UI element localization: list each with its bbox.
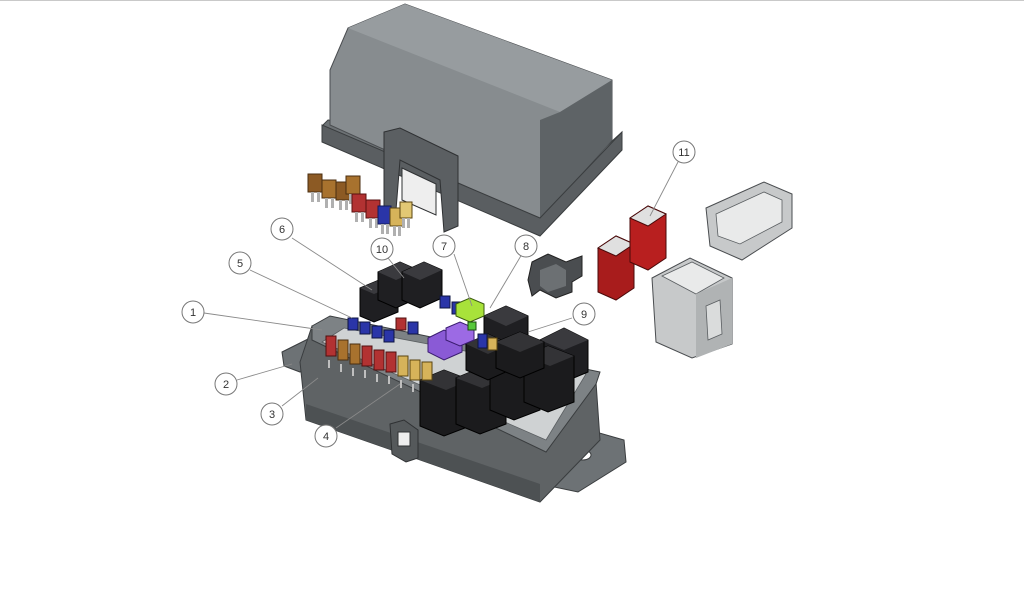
callout-label-3: 3 bbox=[269, 409, 275, 421]
installed-fuse bbox=[349, 343, 361, 365]
callout-label-8: 8 bbox=[523, 241, 529, 253]
installed-fuse bbox=[385, 351, 397, 373]
fuse-box-cover bbox=[321, 3, 623, 237]
maxi-fuse bbox=[628, 205, 668, 271]
leader-line-4 bbox=[335, 383, 401, 429]
callout-label-7: 7 bbox=[441, 241, 447, 253]
callout-10: 10 bbox=[370, 237, 394, 261]
leader-line-7 bbox=[453, 253, 473, 307]
housing-latch bbox=[389, 419, 419, 463]
loose-fuse bbox=[351, 193, 367, 222]
loose-fuse bbox=[321, 179, 337, 208]
installed-fuse bbox=[439, 295, 451, 309]
loose-fuse-row bbox=[307, 173, 413, 236]
leader-line-8 bbox=[489, 253, 523, 309]
leader-lines bbox=[203, 161, 679, 429]
callout-label-9: 9 bbox=[581, 309, 587, 321]
maxi-fuse-holder bbox=[651, 181, 793, 359]
installed-fuse bbox=[409, 359, 421, 381]
terminal-pins bbox=[328, 360, 414, 392]
installed-fuse bbox=[395, 317, 407, 331]
installed-fuse bbox=[477, 333, 488, 349]
callout-label-11: 11 bbox=[678, 147, 689, 159]
installed-fuse bbox=[337, 339, 349, 361]
callout-5: 5 bbox=[228, 251, 252, 275]
callout-3: 3 bbox=[260, 402, 284, 426]
installed-fuse bbox=[371, 325, 383, 339]
installed-fuse bbox=[373, 349, 385, 371]
callout-label-10: 10 bbox=[376, 244, 388, 256]
loose-fuse bbox=[399, 201, 413, 228]
installed-fuse bbox=[347, 317, 359, 331]
maxi-fuse bbox=[596, 235, 636, 301]
loose-fuse bbox=[377, 205, 392, 234]
callout-4: 4 bbox=[314, 424, 338, 448]
relay bbox=[401, 261, 443, 309]
callout-8: 8 bbox=[514, 234, 538, 258]
leader-line-6 bbox=[291, 237, 373, 291]
relay-bracket bbox=[527, 253, 583, 299]
callout-6: 6 bbox=[270, 217, 294, 241]
relay bbox=[495, 331, 545, 379]
callout-label-2: 2 bbox=[223, 379, 229, 391]
installed-fuse bbox=[397, 355, 409, 377]
loose-fuse bbox=[307, 173, 323, 202]
leader-line-2 bbox=[236, 363, 293, 381]
leader-line-10 bbox=[387, 257, 405, 279]
installed-fuse bbox=[467, 321, 477, 331]
leader-line-9 bbox=[527, 317, 573, 333]
callout-label-1: 1 bbox=[190, 307, 196, 319]
installed-fuse bbox=[325, 335, 337, 357]
installed-fuse bbox=[407, 321, 419, 335]
installed-fuse bbox=[455, 297, 485, 323]
leader-line-1 bbox=[203, 312, 323, 331]
maxi-fuse-group bbox=[596, 205, 668, 301]
installed-fuse bbox=[383, 329, 395, 343]
callout-label-6: 6 bbox=[279, 224, 285, 236]
leader-line-5 bbox=[249, 269, 353, 319]
installed-fuse bbox=[421, 361, 433, 381]
callout-label-5: 5 bbox=[237, 258, 243, 270]
callout-2: 2 bbox=[214, 372, 238, 396]
callout-7: 7 bbox=[432, 234, 456, 258]
leader-line-11 bbox=[649, 161, 679, 217]
loose-fuse bbox=[365, 199, 381, 228]
installed-fuse bbox=[445, 321, 475, 347]
callout-label-4: 4 bbox=[323, 431, 329, 443]
top-border-line bbox=[0, 0, 1024, 1]
callout-9: 9 bbox=[572, 302, 596, 326]
callout-1: 1 bbox=[181, 300, 205, 324]
leader-line-3 bbox=[281, 377, 319, 407]
installed-fuse bbox=[361, 345, 373, 367]
installed-fuse-group bbox=[325, 295, 498, 392]
installed-fuse bbox=[487, 337, 498, 351]
installed-fuse bbox=[359, 321, 371, 335]
callout-11: 11 bbox=[672, 140, 696, 164]
